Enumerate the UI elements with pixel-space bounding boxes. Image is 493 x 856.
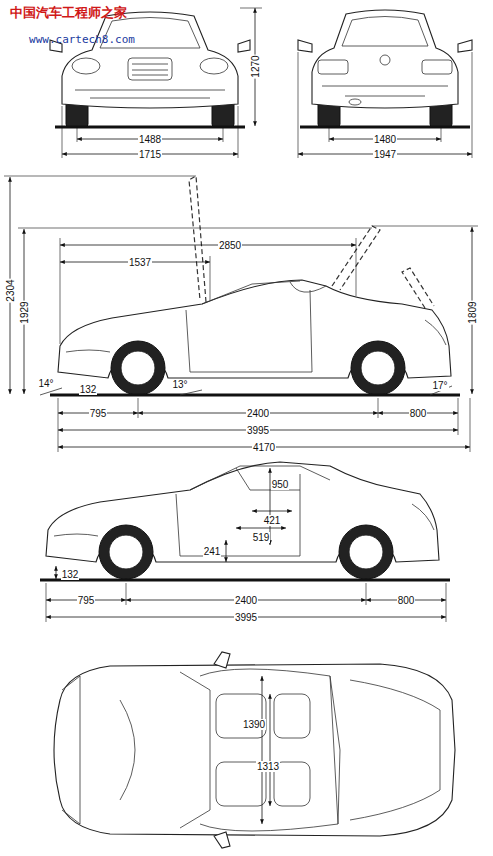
- dimension-label: 1929: [19, 300, 30, 324]
- dimension-label: 421: [263, 515, 282, 526]
- angle-label: 17°: [431, 380, 448, 391]
- top-view: [54, 652, 455, 848]
- dimension-label: 950: [271, 479, 290, 490]
- dimension-label: 132: [61, 569, 80, 580]
- rear-view: [298, 10, 472, 158]
- dimension-label: 795: [77, 595, 96, 606]
- dimension-label: 1809: [467, 300, 478, 324]
- dimension-label: 3995: [234, 612, 258, 623]
- dimension-label: 800: [409, 408, 428, 419]
- side-view-closed: [40, 462, 450, 622]
- dimension-label: 4170: [252, 442, 276, 453]
- dimension-label: 800: [397, 595, 416, 606]
- angle-label: 13°: [171, 379, 188, 390]
- dimension-label: 1537: [128, 257, 152, 268]
- dimension-label: 1488: [138, 134, 162, 145]
- dimension-label: 1715: [138, 149, 162, 160]
- dimension-label: 1947: [373, 149, 397, 160]
- dimension-label: 795: [89, 408, 108, 419]
- dimension-label: 1480: [373, 134, 397, 145]
- dimension-label: 519: [252, 532, 271, 543]
- front-view: [50, 8, 262, 158]
- watermark: 中国汽车工程师之家: [9, 5, 128, 20]
- angle-label: 14°: [37, 378, 54, 389]
- dimension-label: 1270: [250, 54, 261, 78]
- dimension-label: 2400: [246, 408, 270, 419]
- dimension-label: 2304: [5, 278, 16, 302]
- dimension-label: 2400: [234, 595, 258, 606]
- dimension-label: 1313: [256, 761, 280, 772]
- dimension-label: 1390: [242, 719, 266, 730]
- dimension-label: 132: [79, 384, 98, 395]
- side-view-open: [4, 176, 478, 452]
- watermark: www.cartech8.com: [28, 33, 136, 46]
- dimension-label: 241: [203, 546, 222, 557]
- dimension-label: 2850: [218, 240, 242, 251]
- dimension-label: 3995: [246, 425, 270, 436]
